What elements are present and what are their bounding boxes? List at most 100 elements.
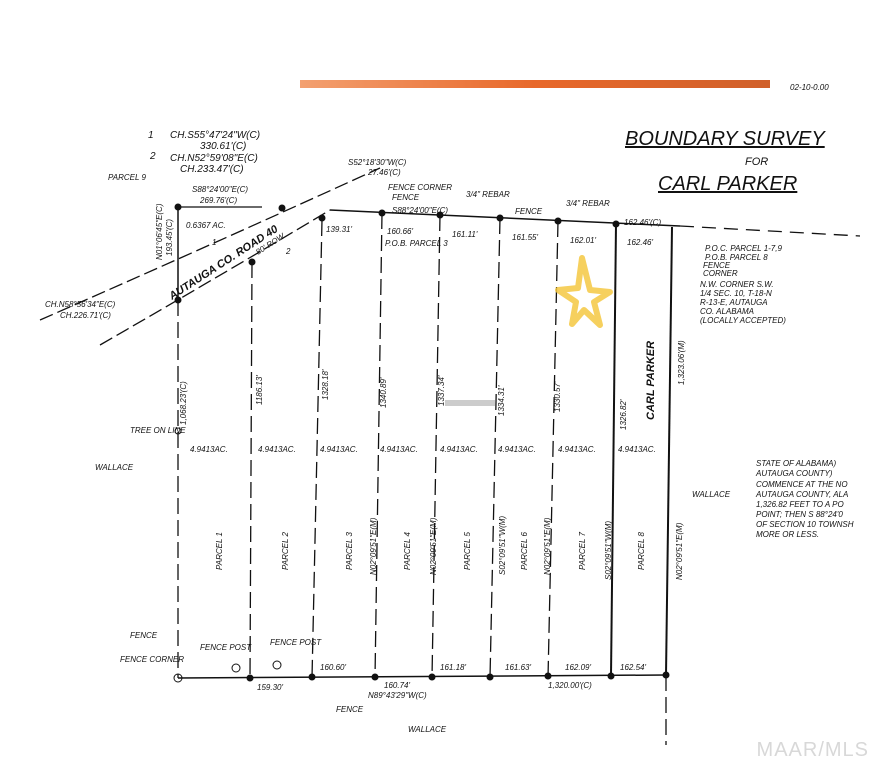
road-chord-bearing: S52°18'30"W(C) [348, 158, 407, 167]
curve-2-dist: CH.233.47'(C) [180, 164, 244, 175]
side-distances: 1,068.23'(C) 1186.13' 1328.18' 1340.89' … [179, 340, 686, 430]
top-dist-6: 162.46' [627, 238, 653, 247]
neighbor-south: WALLACE [408, 725, 447, 734]
svg-text:1340.89': 1340.89' [379, 377, 388, 408]
top-total: 162.46'(C) [624, 218, 661, 227]
top-dist-2: 160.66' [387, 227, 413, 236]
curve-2-number: 2 [149, 151, 156, 162]
svg-text:4.9413AC.: 4.9413AC. [440, 445, 478, 454]
tree-on-line: TREE ON LINE [130, 426, 186, 435]
svg-text:N02°09'51"E(M): N02°09'51"E(M) [369, 517, 378, 575]
svg-text:1,326.82 FEET TO A PO: 1,326.82 FEET TO A PO [756, 500, 844, 509]
parcel-9-area: 0.6367 AC. [186, 221, 226, 230]
parcel-9-dist: 269.76'(C) [199, 196, 237, 205]
parcel-9-left-dist: 193.45'(C) [165, 219, 174, 256]
svg-text:FENCE: FENCE [336, 705, 364, 714]
svg-text:CO. ALABAMA: CO. ALABAMA [700, 307, 754, 316]
parcel-9-label: PARCEL 9 [108, 173, 146, 182]
svg-text:CORNER: CORNER [703, 269, 738, 278]
star-mark [555, 255, 613, 328]
parcel-labels: PARCEL 1 PARCEL 2 PARCEL 3 PARCEL 4 PARC… [215, 532, 646, 570]
svg-text:PARCEL 4: PARCEL 4 [403, 532, 412, 570]
stamp-text: 02-10-0.00 [790, 83, 829, 92]
svg-text:159.30': 159.30' [257, 683, 283, 692]
svg-text:162.09': 162.09' [565, 663, 591, 672]
svg-text:1,320.00'(C): 1,320.00'(C) [548, 681, 592, 690]
svg-text:1,068.23'(C): 1,068.23'(C) [179, 381, 188, 425]
left-chord-bearing: CH.N58°56'34"E(C) [45, 300, 116, 309]
svg-text:N02°09'51"E(M): N02°09'51"E(M) [543, 517, 552, 575]
svg-text:160.60': 160.60' [320, 663, 346, 672]
curve-2-bearing: CH.N52°59'08"E(C) [170, 153, 258, 164]
neighbor-east: WALLACE [692, 490, 731, 499]
svg-text:OF SECTION 10 TOWNSH: OF SECTION 10 TOWNSH [756, 520, 854, 529]
svg-text:N02°09'51"E(M): N02°09'51"E(M) [675, 522, 684, 580]
neighbor-west: WALLACE [95, 463, 134, 472]
boundary-lines [39, 167, 861, 745]
svg-text:N02°09'51"E(M): N02°09'51"E(M) [429, 517, 438, 575]
watermark: MAAR/MLS [756, 739, 869, 761]
parcel-9-left-bearing: N01°06'45"E(C) [155, 203, 164, 260]
svg-text:AUTAUGA COUNTY, ALA: AUTAUGA COUNTY, ALA [755, 490, 848, 499]
svg-text:PARCEL 5: PARCEL 5 [463, 532, 472, 570]
svg-text:PARCEL 7: PARCEL 7 [578, 532, 587, 570]
top-dist-5: 162.01' [570, 236, 596, 245]
title-line1: BOUNDARY SURVEY [625, 128, 826, 150]
svg-text:4.9413AC.: 4.9413AC. [498, 445, 536, 454]
svg-text:N89°43'29"W(C): N89°43'29"W(C) [368, 691, 427, 700]
svg-text:PARCEL 2: PARCEL 2 [281, 532, 290, 570]
svg-text:1186.13': 1186.13' [255, 375, 264, 405]
fence-posts [173, 427, 282, 683]
svg-text:(LOCALLY ACCEPTED): (LOCALLY ACCEPTED) [700, 316, 786, 325]
svg-text:PARCEL 8: PARCEL 8 [637, 532, 646, 570]
orange-banner [300, 80, 770, 88]
fence-label: FENCE [392, 193, 420, 202]
svg-text:FENCE POST: FENCE POST [200, 643, 252, 652]
svg-text:AUTAUGA COUNTY): AUTAUGA COUNTY) [755, 469, 833, 478]
curve-1-number: 1 [148, 130, 154, 141]
svg-text:4.9413AC.: 4.9413AC. [190, 445, 228, 454]
svg-text:MORE OR LESS.: MORE OR LESS. [756, 530, 819, 539]
svg-text:160.74': 160.74' [384, 681, 410, 690]
acreage-row: 4.9413AC. 4.9413AC. 4.9413AC. 4.9413AC. … [190, 445, 656, 454]
svg-text:4.9413AC.: 4.9413AC. [320, 445, 358, 454]
fence-corner-label: FENCE CORNER [388, 183, 452, 192]
svg-text:PARCEL 3: PARCEL 3 [345, 532, 354, 570]
svg-text:FENCE: FENCE [130, 631, 158, 640]
curve-1-dist: 330.61'(C) [200, 141, 246, 152]
road-chord-dist: 27.46'(C) [367, 168, 401, 177]
road-curve-mark-2: 2 [285, 247, 291, 256]
fence-2-label: FENCE [515, 207, 543, 216]
svg-text:1,323.06'(M): 1,323.06'(M) [677, 340, 686, 385]
left-chord-dist: CH.226.71'(C) [60, 311, 111, 320]
smudge [445, 400, 495, 406]
svg-text:STATE OF ALABAMA): STATE OF ALABAMA) [756, 459, 837, 468]
svg-text:161.63': 161.63' [505, 663, 531, 672]
top-dist-3: 161.11' [452, 230, 478, 239]
poc-note: P.O.C. PARCEL 1-7,9 P.O.B. PARCEL 8 FENC… [700, 244, 786, 325]
svg-text:1328.18': 1328.18' [321, 369, 330, 400]
svg-text:COMMENCE AT THE NO: COMMENCE AT THE NO [756, 480, 848, 489]
svg-text:1334.31': 1334.31' [497, 385, 506, 416]
line-bearings: N02°09'51"E(M) N02°09'51"E(M) S02°09'51"… [369, 516, 684, 580]
svg-text:1/4 SEC. 10, T-18-N: 1/4 SEC. 10, T-18-N [700, 289, 772, 298]
svg-text:PARCEL 6: PARCEL 6 [520, 532, 529, 570]
svg-text:162.54': 162.54' [620, 663, 646, 672]
svg-text:FENCE: FENCE [703, 261, 731, 270]
parcel-9-bearing: S88°24'00"E(C) [192, 185, 248, 194]
top-dist-4: 161.55' [512, 233, 538, 242]
title-line2: FOR [745, 156, 768, 168]
curve-1-bearing: CH.S55°47'24"W(C) [170, 130, 260, 141]
svg-text:P.O.C. PARCEL 1-7,9: P.O.C. PARCEL 1-7,9 [705, 244, 782, 253]
rebar-1: 3/4" REBAR [466, 190, 510, 199]
svg-text:FENCE CORNER: FENCE CORNER [120, 655, 184, 664]
top-dist-1: 139.31' [326, 225, 352, 234]
svg-text:1326.82': 1326.82' [619, 399, 628, 430]
rebar-2: 3/4" REBAR [566, 199, 610, 208]
road-name: AUTAUGA CO. ROAD 40 [166, 223, 281, 303]
svg-text:4.9413AC.: 4.9413AC. [618, 445, 656, 454]
svg-text:1330.57': 1330.57' [553, 381, 562, 412]
pob-parcel-3: P.O.B. PARCEL 3 [385, 239, 448, 248]
